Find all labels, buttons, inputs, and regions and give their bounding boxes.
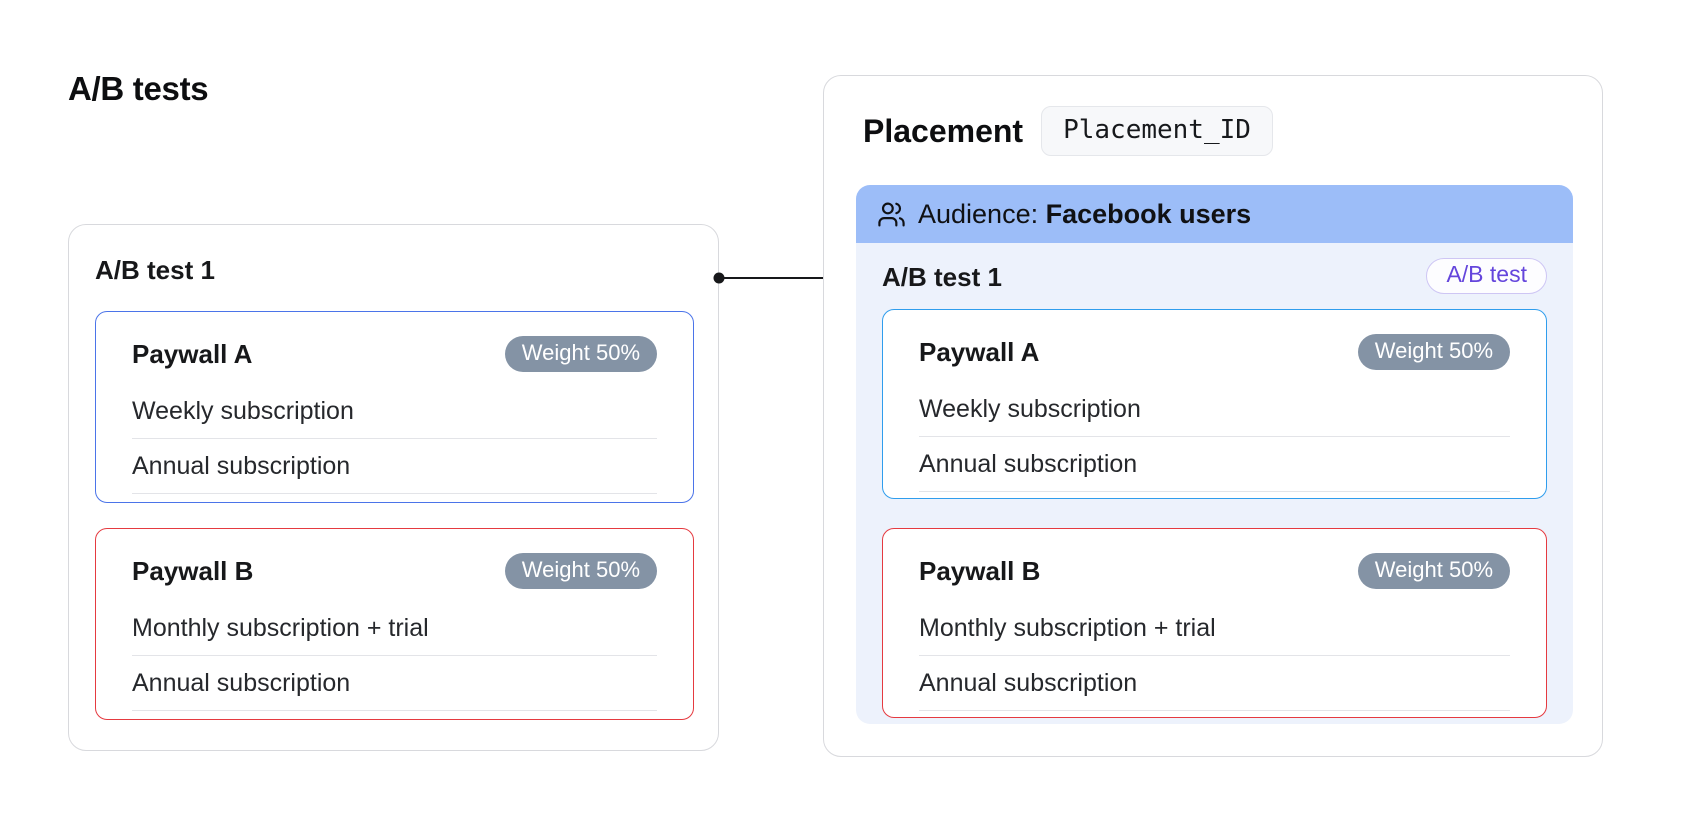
ab-test-panel: A/B test 1 A/B test Paywall A Weight 50%… <box>856 243 1573 724</box>
page-title: A/B tests <box>68 70 209 107</box>
ab-test-panel-title: A/B test 1 <box>882 262 1002 292</box>
users-icon <box>878 202 905 226</box>
paywall-header: Paywall A Weight 50% <box>919 332 1510 372</box>
product-row: Annual subscription <box>919 656 1510 711</box>
product-row: Annual subscription <box>132 656 657 711</box>
paywall-name: Paywall B <box>919 555 1041 586</box>
placement-header: Placement Placement_ID <box>863 106 1273 156</box>
placement-id-badge: Placement_ID <box>1041 106 1273 156</box>
product-row: Monthly subscription + trial <box>919 601 1510 656</box>
weight-badge: Weight 50% <box>1357 334 1510 370</box>
paywall-a-box: Paywall A Weight 50% Weekly subscription… <box>95 311 694 503</box>
paywall-header: Paywall B Weight 50% <box>132 551 657 591</box>
audience-bar: Audience: Facebook users <box>856 185 1573 243</box>
product-row: Annual subscription <box>919 437 1510 492</box>
paywall-name: Paywall B <box>132 555 254 586</box>
audience-value: Facebook users <box>1045 198 1252 229</box>
paywall-b-box: Paywall B Weight 50% Monthly subscriptio… <box>95 528 694 720</box>
placement-card: Placement Placement_ID Audience: Faceboo… <box>823 75 1603 757</box>
product-row: Weekly subscription <box>132 384 657 439</box>
audience-text: Audience: Facebook users <box>918 199 1251 230</box>
paywall-header: Paywall A Weight 50% <box>132 334 657 374</box>
weight-badge: Weight 50% <box>504 553 657 589</box>
ab-test-card-title: A/B test 1 <box>95 255 215 285</box>
paywall-header: Paywall B Weight 50% <box>919 551 1510 591</box>
paywall-name: Paywall A <box>919 336 1040 367</box>
paywall-b-box: Paywall B Weight 50% Monthly subscriptio… <box>882 528 1547 718</box>
ab-test-card: A/B test 1 Paywall A Weight 50% Weekly s… <box>68 224 719 751</box>
product-row: Weekly subscription <box>919 382 1510 437</box>
product-row: Monthly subscription + trial <box>132 601 657 656</box>
paywall-name: Paywall A <box>132 338 253 369</box>
audience-label: Audience: <box>918 198 1039 229</box>
weight-badge: Weight 50% <box>1357 553 1510 589</box>
ab-test-type-badge: A/B test <box>1426 258 1547 294</box>
product-row: Annual subscription <box>132 439 657 494</box>
placement-title: Placement <box>863 112 1024 149</box>
weight-badge: Weight 50% <box>504 336 657 372</box>
paywall-a-box: Paywall A Weight 50% Weekly subscription… <box>882 309 1547 499</box>
